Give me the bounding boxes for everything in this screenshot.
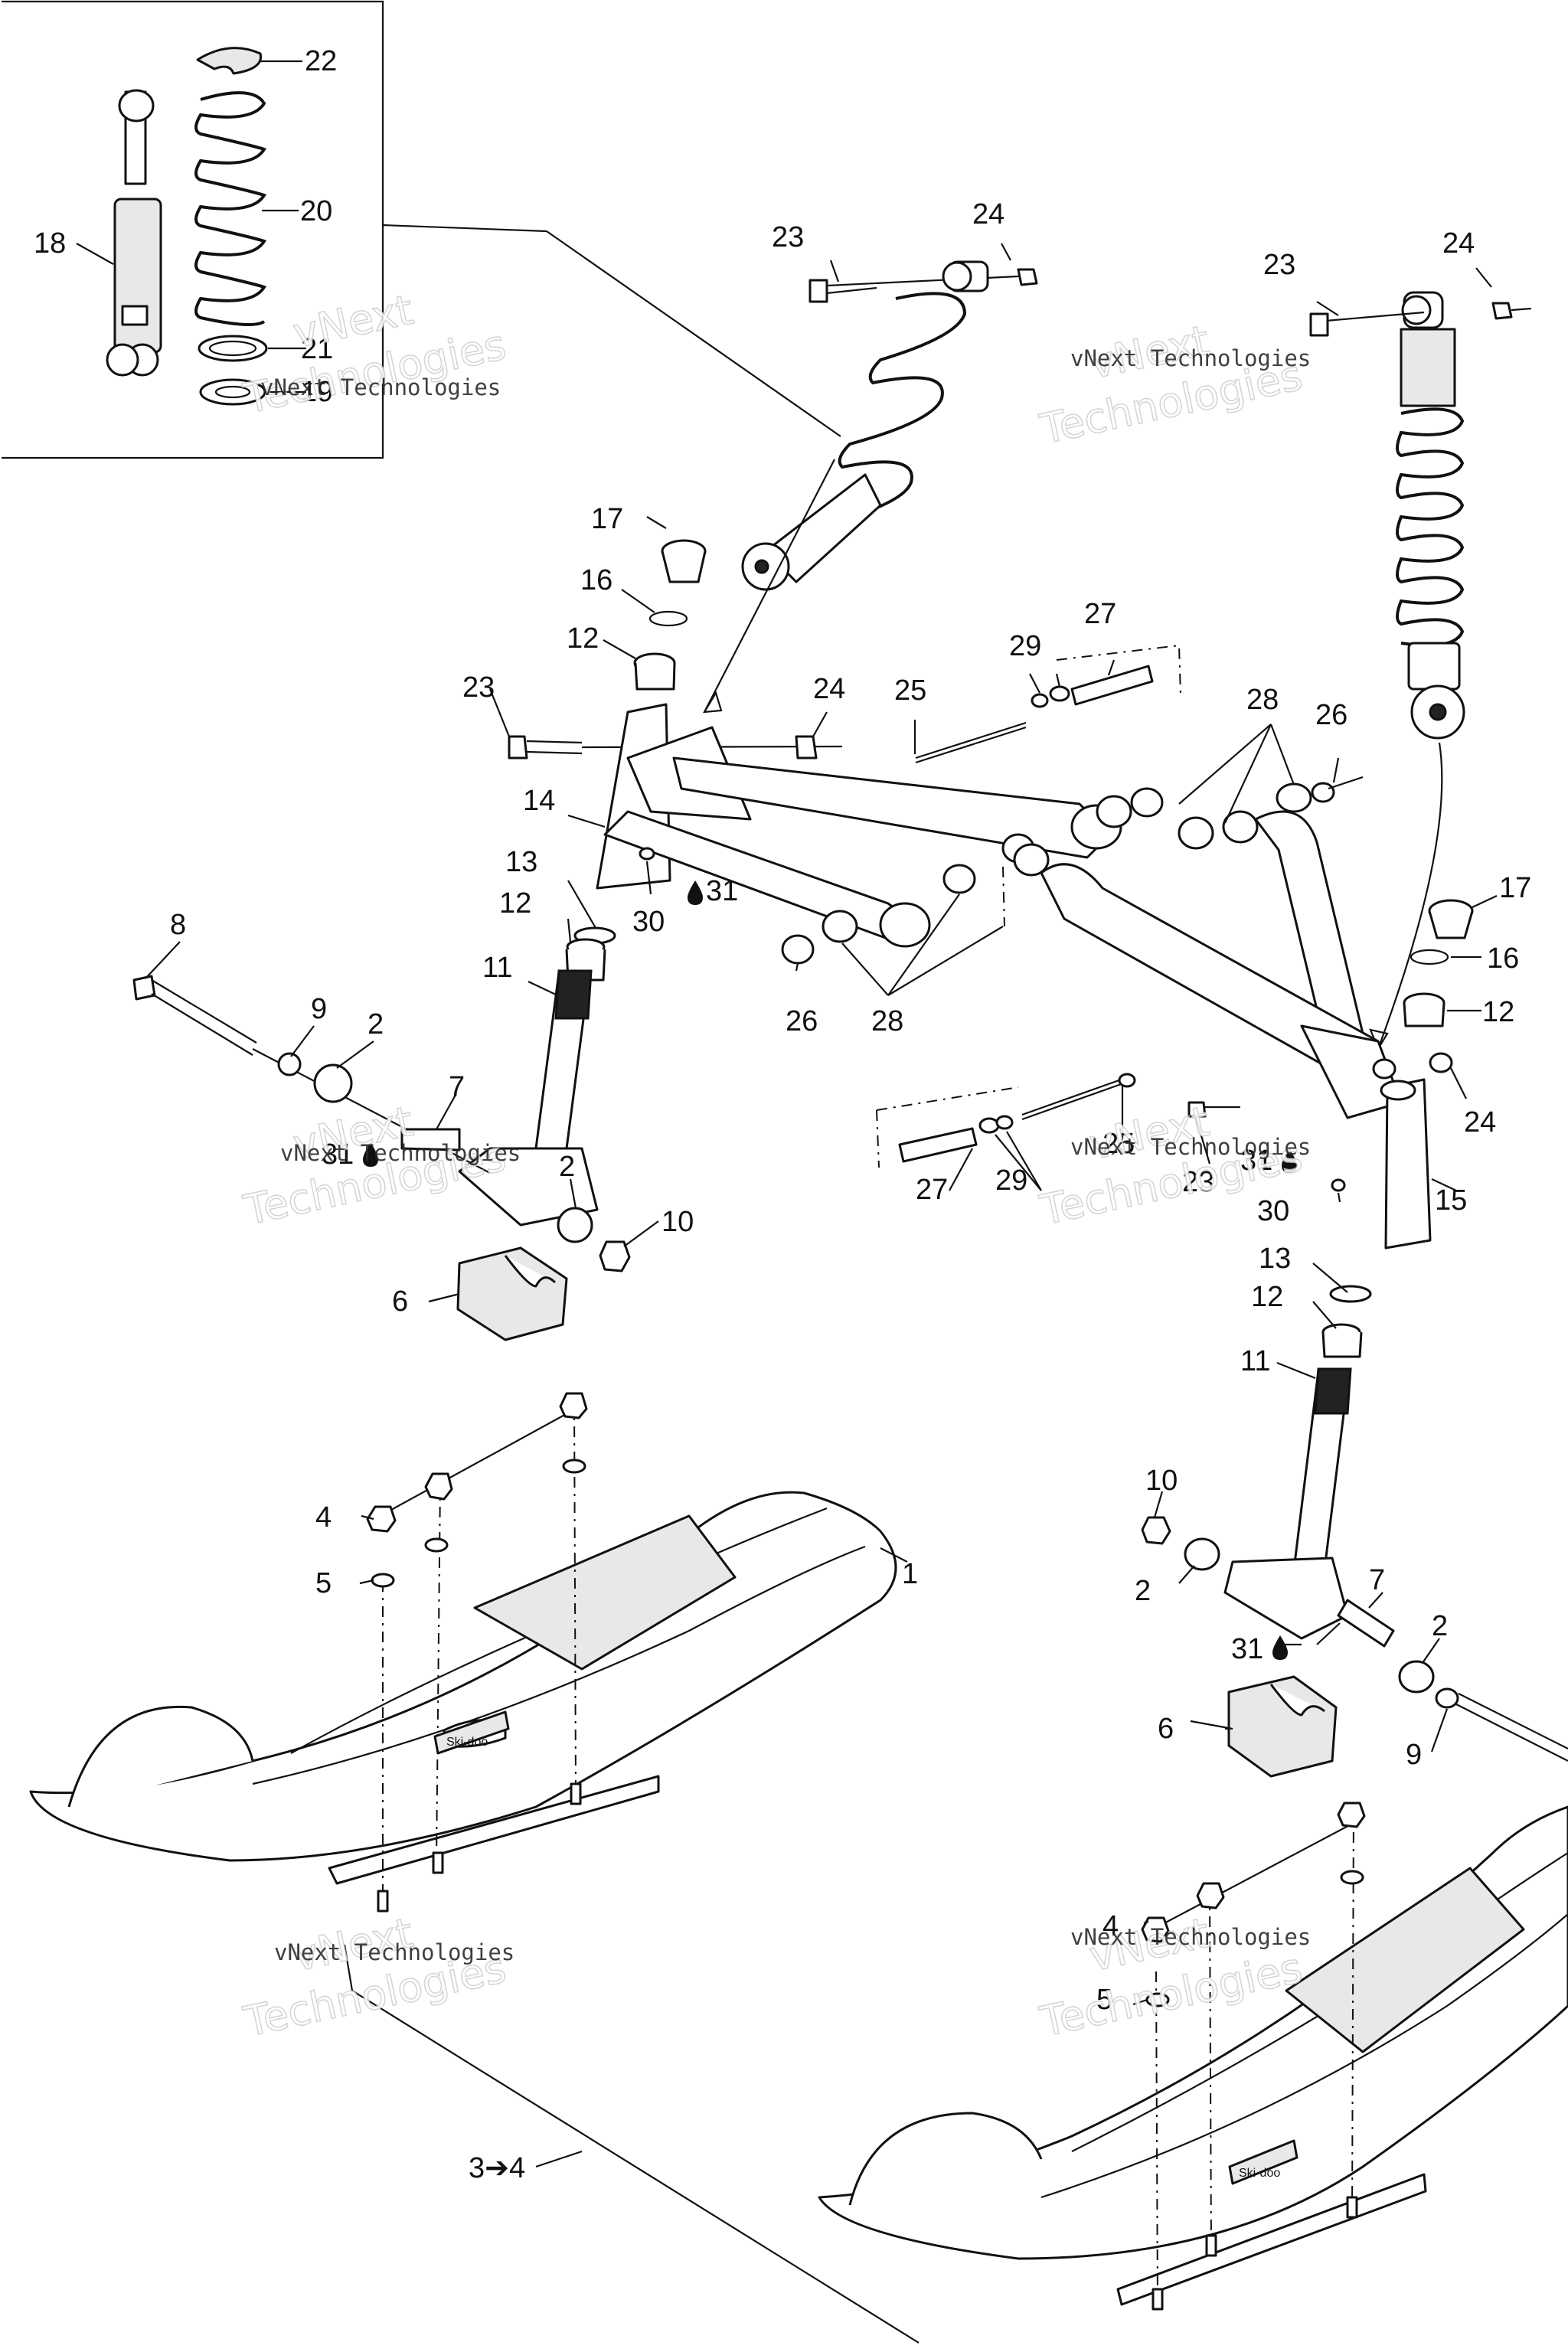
- callout-13-b: 13: [1259, 1243, 1291, 1275]
- callout-12-d: 12: [1251, 1281, 1283, 1313]
- callout-24-c: 24: [813, 673, 845, 705]
- callout-12-b: 12: [499, 887, 531, 920]
- callout-10-a: 10: [662, 1206, 694, 1238]
- callout-23-d: 23: [1182, 1166, 1214, 1198]
- callout-11-b: 11: [1240, 1345, 1270, 1377]
- callout-29-b: 29: [995, 1165, 1027, 1197]
- callout-7-a: 7: [449, 1071, 465, 1103]
- callout-23-c: 23: [462, 671, 495, 704]
- callout-29-a: 29: [1009, 630, 1041, 662]
- callout-16-b: 16: [1487, 942, 1519, 975]
- callout-11-a: 11: [482, 952, 512, 984]
- left-ski: Ski-doo: [29, 1392, 920, 2344]
- watermark-text-c: vNext Technologies: [280, 1140, 521, 1166]
- callout-9-a: 9: [311, 993, 327, 1025]
- callout-2-c: 2: [1135, 1575, 1151, 1607]
- shock-detail-inset: [2, 0, 841, 459]
- callout-25-b: 25: [1102, 1128, 1135, 1160]
- callout-24-d: 24: [1464, 1106, 1496, 1138]
- shock-absorber-part: [106, 89, 162, 377]
- callout-12-a: 12: [567, 622, 599, 655]
- callout-19: 19: [301, 376, 333, 408]
- callout-14: 14: [523, 785, 555, 817]
- callout-23-a: 23: [772, 221, 804, 253]
- callout-6-b: 6: [1158, 1713, 1174, 1745]
- left-a-arm-assembly: [132, 539, 1181, 1341]
- callout-labels: 22 20 18 21 19 23 24 23 24 17 16 12 23 2…: [34, 45, 1531, 2184]
- watermark-text-e: vNext Technologies: [274, 1939, 514, 1965]
- callout-21: 21: [301, 333, 333, 365]
- callout-24-a: 24: [972, 198, 1004, 230]
- callout-6-a: 6: [392, 1285, 408, 1318]
- callout-28-a: 28: [1246, 684, 1279, 716]
- grease-drop-icon-b: [363, 1142, 378, 1167]
- callout-30-a: 30: [632, 906, 665, 938]
- spring-seat-part: [198, 335, 268, 362]
- callout-31-c: 31: [1240, 1145, 1272, 1177]
- callout-26-a: 26: [1315, 699, 1348, 731]
- grease-drop-icon-d: [1272, 1635, 1288, 1660]
- callout-17-a: 17: [591, 503, 623, 535]
- left-shock-assembly: [702, 260, 1038, 714]
- right-shock-assembly: [1309, 291, 1532, 1051]
- callout-27-b: 27: [916, 1174, 948, 1206]
- callout-24-b: 24: [1442, 227, 1475, 260]
- grease-drop-icon-c: [1282, 1148, 1297, 1173]
- callout-15: 15: [1435, 1184, 1467, 1217]
- ski-brand-logo-right: Ski-doo: [1239, 2167, 1280, 2180]
- callout-26-b: 26: [786, 1005, 818, 1037]
- spring-collar-part: [196, 47, 263, 75]
- grease-drop-icon-a: [688, 880, 703, 905]
- callout-13-a: 13: [505, 846, 537, 878]
- callout-5-b: 5: [1096, 1984, 1112, 2016]
- callout-17-b: 17: [1499, 872, 1531, 904]
- callout-3-to-4: 3➔4: [469, 2152, 525, 2184]
- right-a-arm-assembly: [876, 776, 1568, 1778]
- coil-spring-part: [194, 91, 267, 326]
- callout-4-b: 4: [1102, 1910, 1119, 1942]
- callout-5-a: 5: [315, 1567, 332, 1599]
- callout-16-a: 16: [580, 564, 612, 596]
- watermark-text-f: vNext Technologies: [1070, 1924, 1311, 1950]
- callout-20: 20: [300, 195, 332, 227]
- callout-27-a: 27: [1084, 598, 1116, 630]
- callout-23-b: 23: [1263, 249, 1295, 281]
- callout-18: 18: [34, 227, 66, 260]
- callout-31-a: 31: [706, 875, 738, 907]
- callout-22: 22: [305, 45, 337, 77]
- callout-31-b: 31: [322, 1138, 354, 1171]
- callout-4-a: 4: [315, 1501, 332, 1534]
- callout-1: 1: [902, 1558, 918, 1590]
- watermark-text-a: vNext Technologies: [260, 374, 501, 400]
- right-ski: Ski-doo: [818, 1802, 1568, 2311]
- callout-12-c: 12: [1482, 996, 1514, 1028]
- leader-lines: [145, 243, 1498, 2168]
- callout-9-b: 9: [1406, 1739, 1422, 1771]
- washer-part: [199, 378, 266, 406]
- callout-8: 8: [170, 909, 186, 941]
- callout-2-a: 2: [368, 1008, 384, 1040]
- callout-28-b: 28: [871, 1005, 903, 1037]
- ski-brand-logo: Ski-doo: [446, 1736, 488, 1749]
- callout-2-b: 2: [559, 1151, 575, 1183]
- callout-31-d: 31: [1231, 1633, 1263, 1665]
- callout-7-b: 7: [1369, 1564, 1385, 1596]
- callout-30-b: 30: [1257, 1195, 1289, 1227]
- callout-2-d: 2: [1432, 1610, 1448, 1642]
- watermark-text-d: vNext Technologies: [1070, 1134, 1311, 1160]
- callout-25-a: 25: [894, 675, 926, 707]
- watermark-text-b: vNext Technologies: [1070, 345, 1311, 371]
- callout-10-b: 10: [1145, 1465, 1178, 1497]
